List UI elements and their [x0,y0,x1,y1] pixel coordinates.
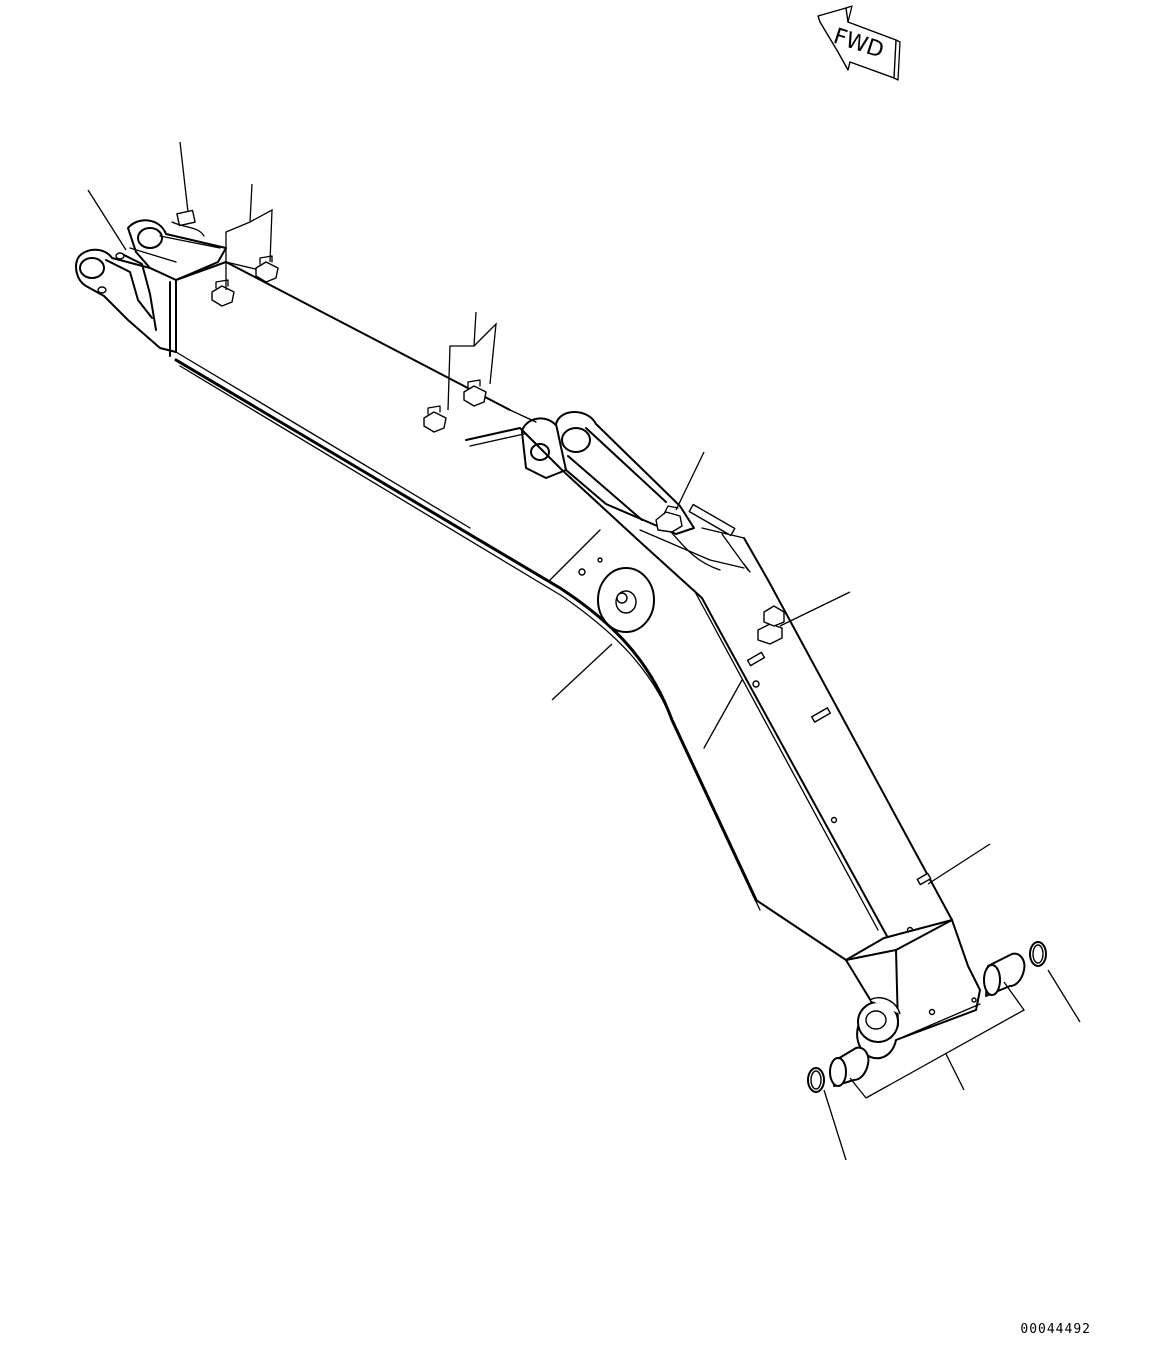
leader-line-boss [551,643,613,701]
boom-body [75,209,981,1060]
leader-line-foot-plate [87,189,127,251]
leader-line-bracket [779,591,851,627]
leader-line-o-ring-left [823,1089,847,1161]
bushing-left [829,1046,870,1087]
clamp-bracket-1 [211,279,235,307]
leader-line-marking [927,843,991,885]
leader-line-pipe-clamp [675,451,705,511]
clamp-bracket-3 [423,405,447,433]
drawing-number: 00044492 [1020,1322,1091,1337]
leader-line-o-ring-right [1047,969,1081,1023]
bushing-right [983,952,1026,997]
boom-lower-section [693,527,953,961]
boom-upper-section [169,261,563,597]
o-ring-left [807,1067,825,1093]
o-ring-right [1029,941,1047,967]
boom-top [845,919,981,1060]
clamp-bracket-4 [463,379,487,407]
boom-bend [465,411,761,911]
boom-foot [75,209,227,353]
leader-line-bushing-bracket [865,981,1025,1099]
pipe-clamp-6 [757,605,785,645]
leader-line-clamp-a [225,183,253,290]
forward-direction-arrow-icon: FWD [817,5,901,81]
leader-line-clamp-b [447,311,477,411]
leader-line-foot-clamp [179,141,189,213]
leader-line-bushings [945,1053,965,1091]
leader-lines [87,141,1081,1161]
pipe-clamp-5 [655,505,683,533]
leader-line-clamp-b2 [473,322,497,385]
leader-line-clamp-a2 [249,208,273,263]
clamp-bracket-2 [255,255,279,283]
